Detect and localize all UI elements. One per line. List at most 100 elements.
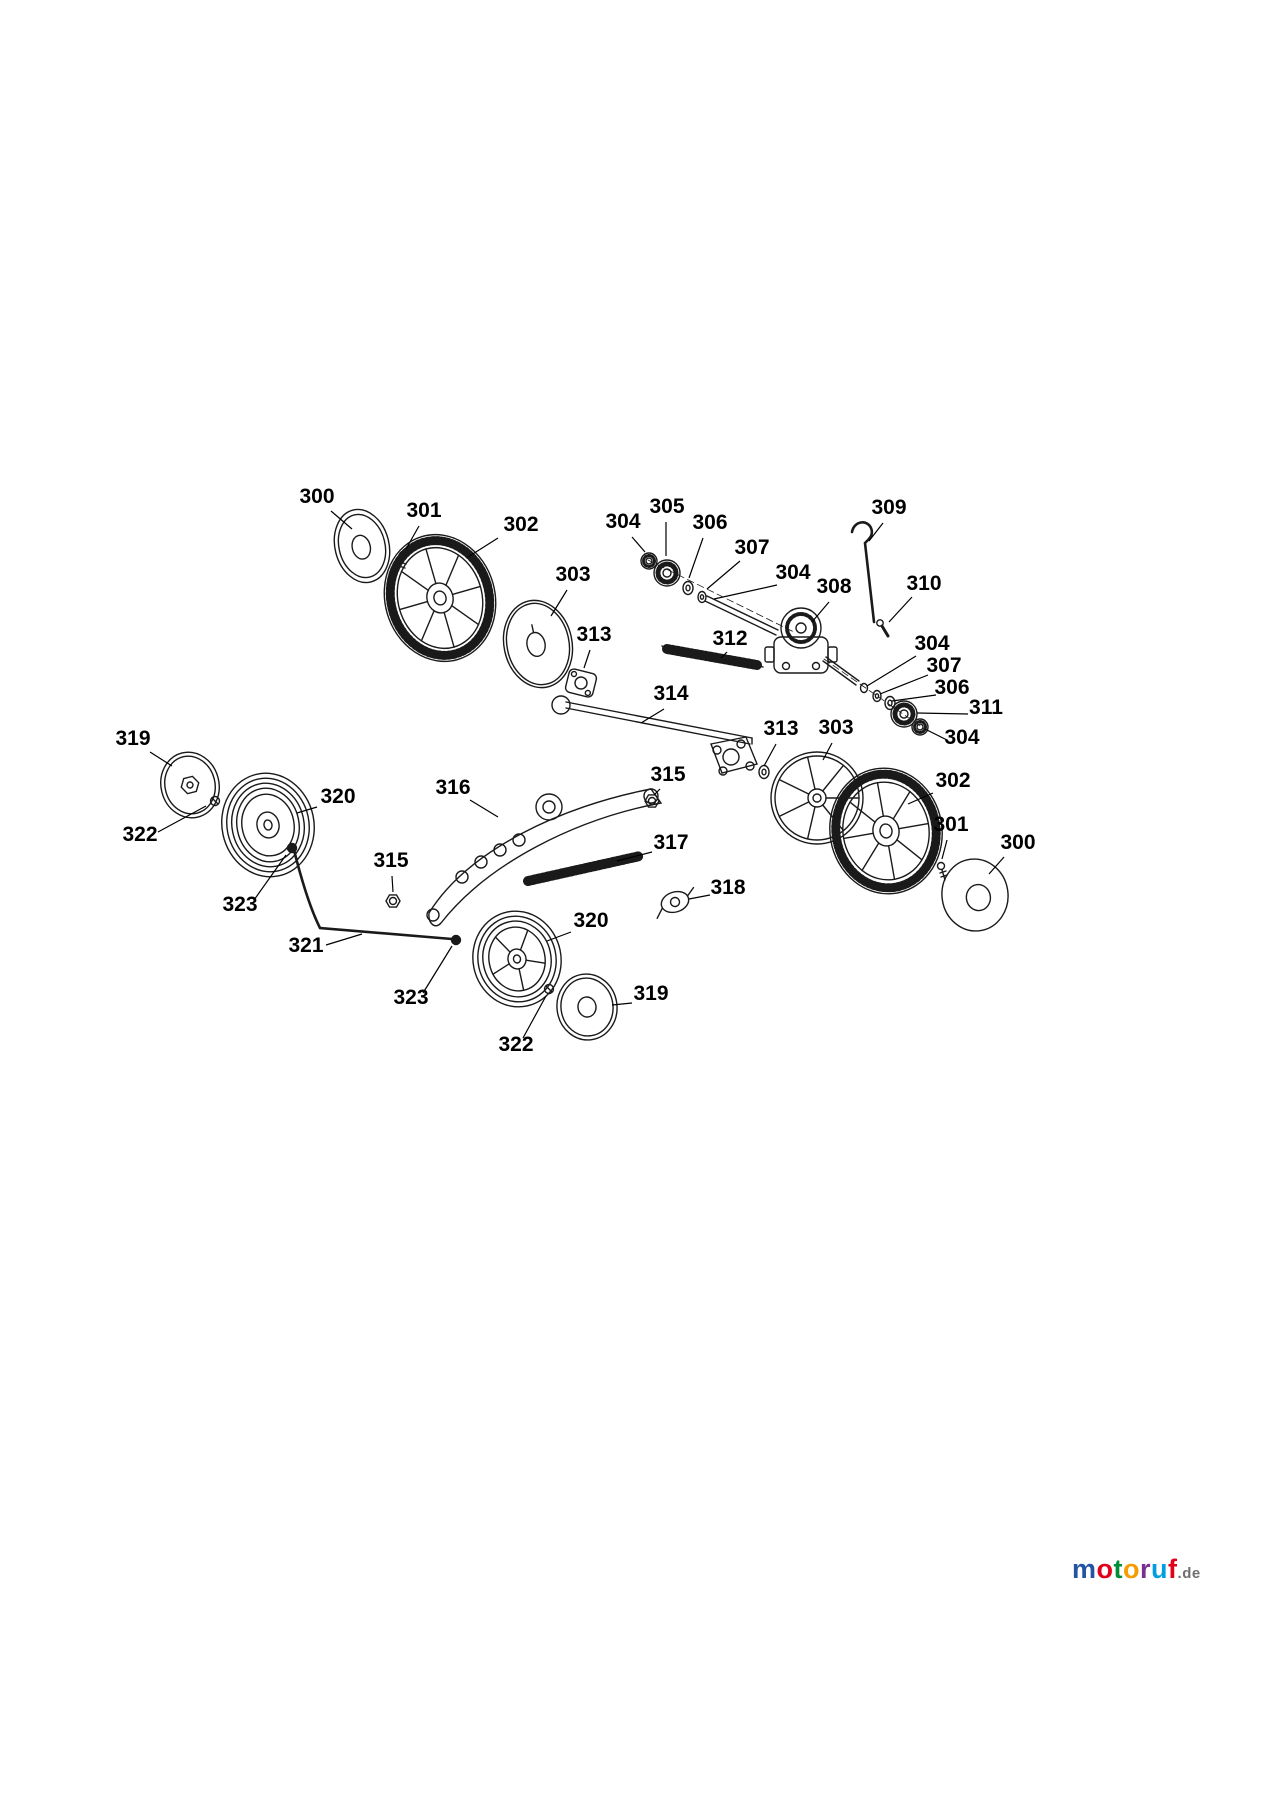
leader-line-c311 xyxy=(916,712,969,715)
callout-label-c316: 316 xyxy=(435,776,470,799)
part-bearing-bracket-313-upper xyxy=(564,668,598,698)
part-nut-315-lower xyxy=(385,894,401,908)
callout-label-c322a: 322 xyxy=(122,823,157,846)
part-pinion-305 xyxy=(653,559,681,587)
leader-line-c316 xyxy=(469,799,499,818)
callout-label-c319a: 319 xyxy=(115,727,150,750)
callout-label-c303b: 303 xyxy=(818,716,853,739)
part-screw-322-lower xyxy=(543,983,555,995)
part-cover-disc-303-upper xyxy=(502,599,574,689)
part-wheel-320-lower xyxy=(472,910,562,1008)
callout-label-c313a: 313 xyxy=(576,623,611,646)
callout-label-c323b: 323 xyxy=(393,986,428,1009)
leader-line-c306b xyxy=(891,694,937,702)
watermark-letter: t xyxy=(1113,1554,1124,1584)
leader-line-c301b xyxy=(941,839,948,860)
callout-label-c312: 312 xyxy=(712,627,747,650)
callout-label-c304c: 304 xyxy=(914,632,949,655)
callout-label-c313b: 313 xyxy=(763,717,798,740)
part-hubcap-319-left xyxy=(160,751,220,819)
leader-line-c318 xyxy=(688,894,711,900)
part-wheel-320-left xyxy=(221,772,315,878)
part-pin-323-left xyxy=(286,842,298,854)
callout-label-c301b: 301 xyxy=(933,813,968,836)
leader-line-c302a xyxy=(467,537,499,558)
callout-label-c315a: 315 xyxy=(650,763,685,786)
leader-line-c307a xyxy=(706,560,741,590)
callout-label-c319b: 319 xyxy=(633,982,668,1005)
leader-line-c300b xyxy=(988,856,1005,875)
part-wheel-302-left xyxy=(383,533,497,663)
callout-label-c308: 308 xyxy=(816,575,851,598)
part-hubcap-300-right xyxy=(941,858,1009,932)
part-bearing-304-right xyxy=(911,718,929,736)
part-output-shaft xyxy=(822,656,860,686)
leader-line-c304d xyxy=(924,728,948,741)
part-axle-rod-321 xyxy=(286,842,462,946)
leader-line-c309 xyxy=(868,522,884,542)
part-input-shaft-304 xyxy=(704,595,779,636)
part-bearing-304-top xyxy=(640,552,658,570)
leader-line-c300a xyxy=(330,510,353,530)
leader-line-c319a xyxy=(149,751,173,767)
leader-line-c321 xyxy=(325,933,363,946)
callout-label-c301a: 301 xyxy=(406,499,441,522)
watermark-letter: o xyxy=(1123,1554,1141,1584)
leader-line-c315a xyxy=(653,788,661,796)
leader-line-c301a xyxy=(405,525,420,550)
leader-line-c304c xyxy=(866,655,917,687)
leader-line-c303a xyxy=(550,589,568,617)
leader-line-c312 xyxy=(720,651,728,659)
leader-line-c307b xyxy=(879,674,929,695)
watermark-letter: m xyxy=(1072,1554,1097,1584)
leader-line-c308 xyxy=(811,601,830,623)
watermark-suffix: .de xyxy=(1177,1565,1201,1582)
part-pivot-plate-center xyxy=(710,736,758,776)
part-screw-301-right xyxy=(936,861,948,881)
part-screw-322-left xyxy=(209,795,221,807)
part-gearbox-308 xyxy=(764,607,838,674)
leader-line-c302b xyxy=(907,792,934,805)
part-spoked-wheel-303-right xyxy=(770,751,864,845)
leader-line-c322a xyxy=(157,805,207,833)
part-adjuster-318 xyxy=(656,886,695,920)
part-height-adjust-arm-316 xyxy=(426,788,663,927)
callout-label-c323a: 323 xyxy=(222,893,257,916)
part-hubcap-319-lower xyxy=(556,973,618,1041)
leader-line-c323a xyxy=(253,854,287,901)
part-pin-323-right xyxy=(450,934,462,946)
callout-label-c322b: 322 xyxy=(498,1033,533,1056)
part-washer-307-upper xyxy=(697,590,707,604)
callout-label-c307b: 307 xyxy=(926,654,961,677)
part-nut-315-upper xyxy=(644,794,660,808)
callout-label-c304a: 304 xyxy=(605,510,640,533)
leader-line-c314 xyxy=(640,708,665,724)
callout-label-c304b: 304 xyxy=(775,561,810,584)
callout-label-c303a: 303 xyxy=(555,563,590,586)
part-axle-tube-314 xyxy=(551,695,753,745)
callout-label-c310: 310 xyxy=(906,572,941,595)
watermark-logo: motoruf.de xyxy=(1072,1554,1201,1585)
watermark-letter: u xyxy=(1151,1554,1169,1584)
leader-line-c319b xyxy=(611,1002,633,1006)
axis-line-top xyxy=(647,559,795,633)
part-hubcap-300-left xyxy=(333,508,391,584)
callout-label-c311: 311 xyxy=(969,696,1003,719)
leader-line-c310 xyxy=(888,596,913,623)
callout-label-c306a: 306 xyxy=(692,511,727,534)
leader-line-c317 xyxy=(616,851,653,862)
callout-label-c305: 305 xyxy=(649,495,684,518)
leader-line-c320b xyxy=(546,931,572,942)
callout-label-c321: 321 xyxy=(288,934,323,957)
leader-line-c313b xyxy=(763,743,777,767)
callout-label-c314: 314 xyxy=(653,682,688,705)
callout-label-c306b: 306 xyxy=(934,676,969,699)
leader-line-c322b xyxy=(522,995,547,1039)
callout-label-c318: 318 xyxy=(710,876,745,899)
callout-label-c320b: 320 xyxy=(573,909,608,932)
watermark-letter: r xyxy=(1140,1554,1152,1584)
callout-label-c317: 317 xyxy=(653,831,688,854)
callout-label-c304d: 304 xyxy=(944,726,979,749)
